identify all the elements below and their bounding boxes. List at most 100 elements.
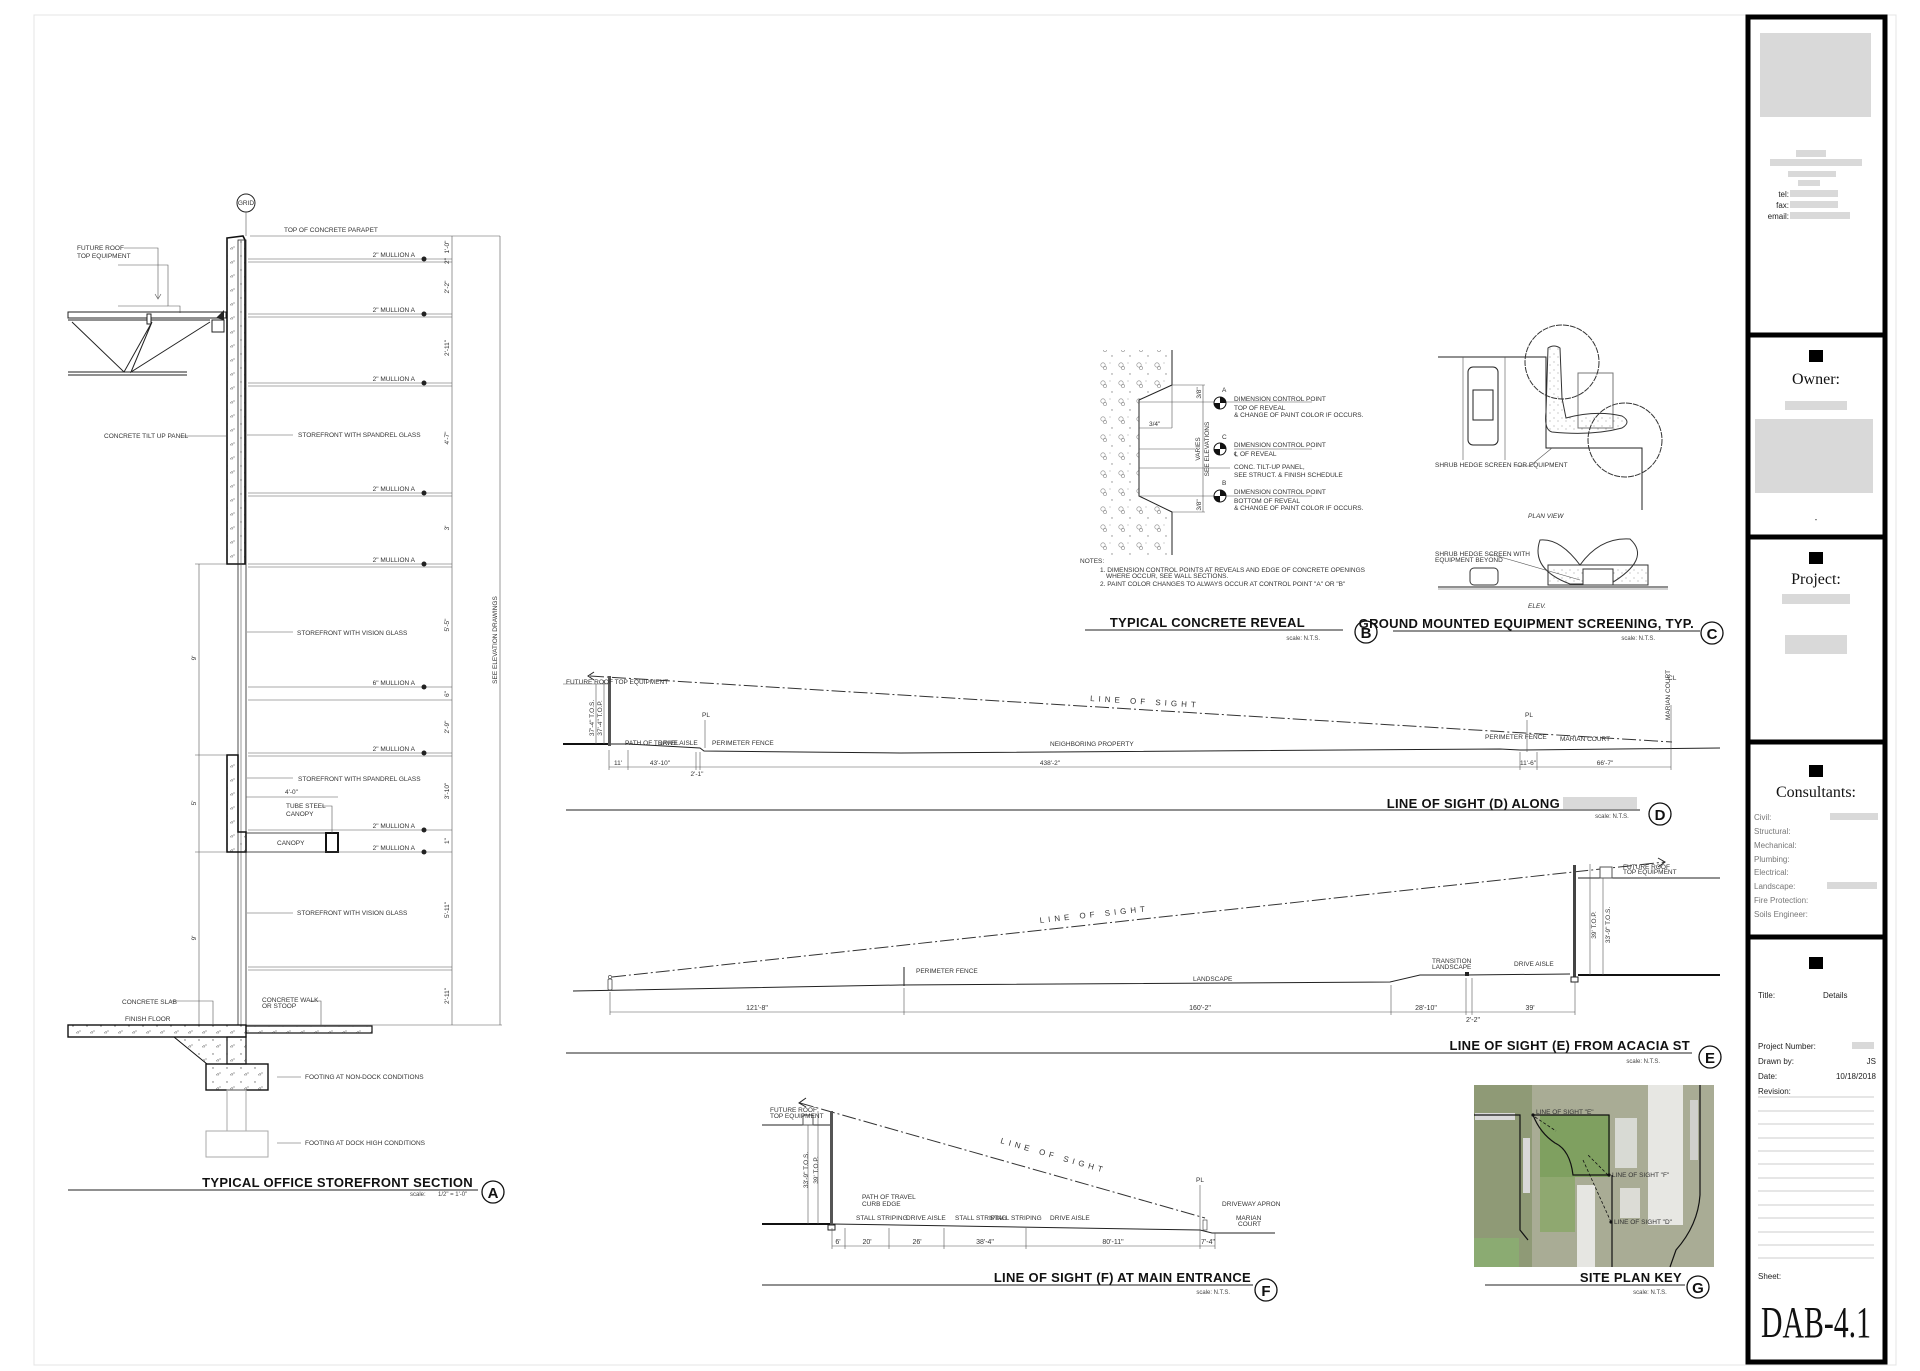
- label-top: 39' T.O.P.: [813, 1156, 820, 1184]
- detail-a-scale: 1/2" = 1'-0": [438, 1192, 467, 1198]
- dimension: 28'-10": [1415, 1005, 1437, 1012]
- label-hedge-plan: SHRUB HEDGE SCREEN FOR EQUIPMENT: [1435, 462, 1568, 469]
- mullion-label: 2" MULLION A: [373, 845, 416, 852]
- label-stall-striping: STALL STRIPING: [856, 1215, 908, 1222]
- label-drive-aisle: DRIVE AISLE: [658, 740, 698, 747]
- label-canopy: CANOPY: [277, 840, 305, 847]
- title-value: Details: [1823, 991, 1847, 1000]
- point-id: A: [1222, 387, 1227, 394]
- dim-3-8-bottom: 3/8": [1196, 499, 1203, 511]
- label-perimeter-fence-2: PERIMETER FENCE: [1485, 734, 1547, 741]
- label-pl: PL: [702, 712, 710, 719]
- consultant-plumbing: Plumbing:: [1754, 855, 1790, 864]
- detail-f-line-of-sight: FUTURE ROOF TOP EQUIPMENT 33'-9" T.O.S. …: [762, 1097, 1281, 1302]
- label-tube-steel-1: TUBE STEEL: [286, 803, 326, 810]
- dimension: 2'-1": [691, 771, 705, 778]
- mullion-label: 6" MULLION A: [373, 680, 416, 687]
- dimension: 80'-11": [1102, 1239, 1124, 1246]
- note-line: 2. PAINT COLOR CHANGES TO ALWAYS OCCUR A…: [1100, 581, 1346, 588]
- label-pl: PL: [1196, 1177, 1204, 1184]
- dim-3-8-top: 3/8": [1196, 387, 1203, 399]
- label-path-of-travel: PATH OF TRAVEL: [625, 740, 679, 747]
- dimension: 5'-5": [444, 618, 451, 632]
- label-roof-equip-2: TOP EQUIPMENT: [1623, 869, 1677, 876]
- detail-d-line-of-sight: FUTURE ROOF TOP EQUIPMENT 37'-4" T.O.S. …: [563, 670, 1721, 826]
- fax-label: fax:: [1776, 201, 1789, 210]
- dimension: 1'-0": [444, 240, 451, 254]
- label-neighboring-property: NEIGHBORING PROPERTY: [1050, 741, 1134, 748]
- project-logo-square: [1809, 552, 1823, 564]
- detail-e-line-of-sight: FUTURE ROOF TOP EQUIPMENT 39' T.O.P. 33'…: [566, 857, 1722, 1069]
- consultants-label: Consultants:: [1776, 784, 1856, 801]
- label-top: 39' T.O.P.: [1591, 911, 1598, 939]
- label-see-elevations: SEE ELEVATIONS: [1204, 421, 1211, 476]
- point-id: C: [1222, 434, 1227, 441]
- detail-a-title: TYPICAL OFFICE STOREFRONT SECTION: [202, 1175, 473, 1190]
- dimension: 1": [444, 837, 451, 844]
- drawn-by-label: Drawn by:: [1758, 1057, 1794, 1066]
- label-tos: 37'-4" T.O.S.: [589, 700, 596, 736]
- mullion-label: 2" MULLION A: [373, 252, 416, 259]
- label-transition-1: TRANSITION: [1432, 958, 1472, 965]
- dimension: 438'-2": [1040, 760, 1061, 767]
- mullion-labels: 2" MULLION A 2" MULLION A 2" MULLION A 2…: [373, 252, 427, 855]
- mullion-label: 2" MULLION A: [373, 557, 416, 564]
- label-drive-aisle: DRIVE AISLE: [906, 1215, 946, 1222]
- detail-g-site-plan-key: LINE OF SIGHT "E" LINE OF SIGHT "F" LINE…: [1474, 1085, 1714, 1299]
- detail-d-tag: D: [1655, 807, 1666, 824]
- label-hedge-elev-2: EQUIPMENT BEYOND: [1435, 557, 1503, 564]
- sheet-label: Sheet:: [1758, 1272, 1781, 1281]
- detail-b-concrete-reveal: 3/4" 3/8" 3/8" VARIES SEE ELEVATIONS A D…: [1080, 350, 1378, 644]
- label-path-of-travel: PATH OF TRAVEL: [862, 1194, 916, 1201]
- label-roof-equip-2: TOP EQUIPMENT: [770, 1113, 824, 1120]
- point-line: & CHANGE OF PAINT COLOR IF OCCURS.: [1234, 505, 1364, 512]
- consultant-fire-protection: Fire Protection:: [1754, 896, 1808, 905]
- label-drive-aisle: DRIVE AISLE: [1514, 961, 1554, 968]
- dimension: 4'-7": [444, 431, 451, 445]
- dimension: 43'-10": [650, 760, 671, 767]
- point-line: DIMENSION CONTROL POINT: [1234, 442, 1326, 449]
- label-roof-equip: FUTURE ROOF TOP EQUIPMENT: [566, 679, 668, 686]
- label-stall-striping: STALL STRIPING: [955, 1215, 1007, 1222]
- project-label: Project:: [1791, 571, 1841, 588]
- label-roof-equipment-1: FUTURE ROOF: [77, 245, 124, 252]
- dimension: 6': [835, 1239, 840, 1246]
- sheet-border: [33, 14, 1897, 1366]
- revision-label: Revision:: [1758, 1087, 1791, 1096]
- detail-c-title: GROUND MOUNTED EQUIPMENT SCREENING, TYP.: [1359, 616, 1694, 631]
- detail-e-title: LINE OF SIGHT (E) FROM ACACIA ST: [1450, 1038, 1690, 1053]
- dim-3-4: 3/4": [1149, 421, 1161, 428]
- detail-c-equipment-screening: SHRUB HEDGE SCREEN FOR EQUIPMENT PLAN VI…: [1359, 324, 1724, 645]
- label-tos: 33'-9" T.O.S.: [803, 1152, 810, 1188]
- label-varies: VARIES: [1195, 437, 1202, 461]
- label-top: 37'-4" T.O.P.: [597, 700, 604, 736]
- detail-g-scale: scale: N.T.S.: [1633, 1290, 1667, 1296]
- detail-a-storefront-section: GRID TOP OF CONCRETE PARAPET FUTURE ROOF…: [67, 193, 505, 1204]
- label-hedge-elev-1: SHRUB HEDGE SCREEN WITH: [1435, 551, 1530, 558]
- dimension-small: 2": [444, 257, 451, 264]
- label-plan-view: PLAN VIEW: [1528, 513, 1564, 520]
- label-tube-steel-2: CANOPY: [286, 811, 314, 818]
- detail-a-scale-label: scale:: [410, 1192, 426, 1198]
- notes-label: NOTES:: [1080, 558, 1104, 565]
- dimension: 5'-11": [444, 901, 451, 918]
- label-line-of-sight: LINE OF SIGHT: [1039, 904, 1149, 925]
- detail-b-tag: B: [1361, 625, 1372, 642]
- detail-f-tag: F: [1261, 1283, 1270, 1300]
- sheet-number: DAB-4.1: [1761, 1298, 1871, 1347]
- title-block: tel: fax: email: Owner: - Project: Consu…: [1745, 14, 1888, 1365]
- point-line: DIMENSION CONTROL POINT: [1234, 489, 1326, 496]
- marker-los-e: LINE OF SIGHT "E": [1536, 1109, 1594, 1116]
- point-line: ℄ OF REVEAL: [1233, 451, 1277, 458]
- label-spandrel-glass-2: STOREFRONT WITH SPANDREL GLASS: [298, 776, 421, 783]
- detail-b-title: TYPICAL CONCRETE REVEAL: [1110, 615, 1305, 630]
- point-id: B: [1222, 480, 1226, 487]
- owner-logo-square: [1809, 350, 1823, 362]
- email-label: email:: [1768, 212, 1789, 221]
- dim-canopy-4-0: 4'-0": [285, 789, 299, 796]
- dimension: 160'-2": [1189, 1005, 1211, 1012]
- dimension: 121'-8": [746, 1005, 768, 1012]
- point-line: DIMENSION CONTROL POINT: [1234, 396, 1326, 403]
- consultants-section: Consultants: Civil: Structural: Mechanic…: [1754, 765, 1878, 919]
- point-line: BOTTOM OF REVEAL: [1234, 498, 1300, 505]
